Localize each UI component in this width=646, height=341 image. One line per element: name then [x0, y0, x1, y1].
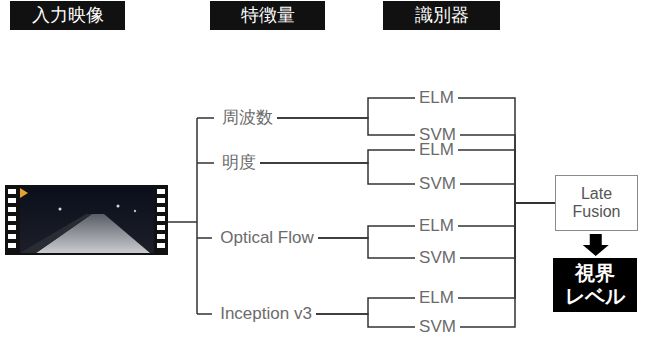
node-text: Inception v3 [220, 304, 312, 324]
column-header: 識別器 [383, 1, 500, 30]
node-text: ELM [419, 88, 454, 108]
connector-line [458, 203, 555, 226]
node-text: ELM [419, 140, 454, 160]
connector-line [316, 314, 415, 327]
node-text: SVM [419, 317, 456, 337]
node-text: ELM [419, 288, 454, 308]
node-text: SVM [419, 248, 456, 268]
node-text: 明度 [222, 153, 256, 173]
feature-label: 周波数 [218, 107, 277, 129]
classifier-label: SVM [415, 316, 460, 338]
classifier-label: SVM [415, 247, 460, 269]
connector-line [458, 150, 555, 203]
feature-bracket [168, 118, 214, 314]
block-arrow [583, 234, 609, 256]
connector-line [460, 184, 555, 203]
connector-line [277, 118, 415, 135]
connector-line [460, 203, 555, 258]
classifier-label: SVM [415, 173, 460, 195]
connector-line [316, 298, 415, 314]
classifier-label: ELM [415, 87, 458, 109]
connector-line [318, 238, 415, 258]
connector-line [460, 203, 555, 327]
node-text: SVM [419, 174, 456, 194]
column-header: 特徴量 [210, 1, 325, 30]
result-box: 視界 レベル [553, 258, 637, 312]
node-text: 特徴量 [241, 5, 295, 26]
node-text: 周波数 [222, 108, 273, 128]
connector-line [277, 98, 415, 118]
node-text: 識別器 [415, 5, 469, 26]
column-header: 入力映像 [10, 1, 125, 30]
connector-line [460, 135, 555, 203]
fusion-box: Late Fusion [555, 175, 638, 231]
node-text: Late Fusion [572, 185, 620, 222]
connector-line [458, 203, 555, 298]
feature-label: 明度 [218, 152, 260, 174]
classifier-label: ELM [415, 215, 458, 237]
node-text: Optical Flow [220, 228, 314, 248]
connector-line [260, 150, 415, 163]
connector-line [318, 226, 415, 238]
node-text: ELM [419, 216, 454, 236]
connector-line [458, 98, 555, 203]
connector-line [260, 163, 415, 184]
feature-label: Optical Flow [216, 227, 318, 249]
node-text: 視界 レベル [565, 262, 625, 308]
film-frame [5, 185, 168, 255]
node-text: 入力映像 [32, 5, 104, 26]
classifier-label: ELM [415, 139, 458, 161]
feature-label: Inception v3 [216, 303, 316, 325]
classifier-label: ELM [415, 287, 458, 309]
